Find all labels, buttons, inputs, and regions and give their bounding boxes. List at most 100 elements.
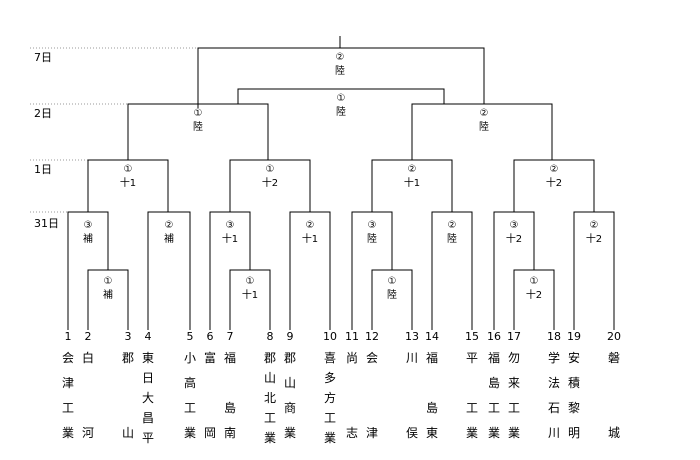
day-label-7: 7日 xyxy=(34,51,52,64)
svg-text:①: ① xyxy=(246,276,255,287)
svg-text:十2: 十2 xyxy=(262,176,278,189)
match-r32-8: ② 十2 xyxy=(586,220,602,245)
team-name: 福島東 xyxy=(425,351,438,440)
team-number: 5 xyxy=(186,330,194,343)
team-1: 1 会津工業 xyxy=(59,330,77,448)
svg-text:②: ② xyxy=(550,164,559,175)
svg-text:補: 補 xyxy=(83,232,93,245)
match-r32-4: ② 十1 xyxy=(302,220,318,245)
match-r32-7: ③ 十2 xyxy=(506,220,522,245)
team-name: 勿来工業 xyxy=(507,351,520,440)
svg-text:十1: 十1 xyxy=(404,176,420,189)
match-r16-4: ② 十2 xyxy=(546,164,562,189)
svg-text:陸: 陸 xyxy=(479,120,489,133)
team-name: 尚志 xyxy=(345,351,358,440)
team-name: 東日大昌平 xyxy=(141,351,154,445)
day-label-1: 1日 xyxy=(34,163,52,176)
svg-text:陸: 陸 xyxy=(447,232,457,245)
team-20: 20 磐城 xyxy=(605,330,623,448)
team-number: 2 xyxy=(84,330,92,343)
svg-text:陸: 陸 xyxy=(367,232,377,245)
team-number: 8 xyxy=(266,330,274,343)
team-16: 16 福島工業 xyxy=(485,330,503,448)
team-number: 20 xyxy=(607,330,621,343)
team-number: 10 xyxy=(323,330,337,343)
day-label-2: 2日 xyxy=(34,107,52,120)
team-11: 11 尚志 xyxy=(343,330,361,448)
match-qf2: ② 陸 xyxy=(479,108,489,133)
match-r32-1: ③ 補 xyxy=(83,220,93,245)
match-r32-3: ③ 十1 xyxy=(222,220,238,245)
team-name: 郡山商業 xyxy=(283,351,296,440)
team-number: 1 xyxy=(64,330,72,343)
team-name: 福島工業 xyxy=(487,351,500,440)
team-name: 小高工業 xyxy=(183,351,196,440)
svg-text:③: ③ xyxy=(510,220,519,231)
svg-text:①: ① xyxy=(530,276,539,287)
svg-text:十1: 十1 xyxy=(242,288,258,301)
team-name: 学法石川 xyxy=(547,351,560,440)
team-name: 喜多方工業 xyxy=(323,351,336,445)
svg-text:十1: 十1 xyxy=(302,232,318,245)
team-10: 10 喜多方工業 xyxy=(321,330,339,448)
svg-text:③: ③ xyxy=(226,220,235,231)
svg-text:補: 補 xyxy=(164,232,174,245)
svg-text:①: ① xyxy=(337,93,346,104)
svg-text:①: ① xyxy=(388,276,397,287)
match-pre-2: ① 十1 xyxy=(242,276,258,301)
svg-text:①: ① xyxy=(124,164,133,175)
match-r32-2: ② 補 xyxy=(164,220,174,245)
match-r32-5: ③ 陸 xyxy=(367,220,377,245)
svg-text:十2: 十2 xyxy=(506,232,522,245)
svg-text:十2: 十2 xyxy=(546,176,562,189)
svg-text:陸: 陸 xyxy=(336,105,346,118)
svg-text:②: ② xyxy=(165,220,174,231)
svg-text:①: ① xyxy=(194,108,203,119)
team-number: 16 xyxy=(487,330,501,343)
team-9: 9 郡山商業 xyxy=(281,330,299,448)
team-number: 18 xyxy=(547,330,561,343)
team-number: 12 xyxy=(365,330,379,343)
team-number: 6 xyxy=(206,330,214,343)
team-number: 19 xyxy=(567,330,581,343)
match-r16-3: ② 十1 xyxy=(404,164,420,189)
match-r16-1: ① 十1 xyxy=(120,164,136,189)
team-5: 5 小高工業 xyxy=(181,330,199,448)
svg-text:陸: 陸 xyxy=(193,120,203,133)
team-name: 郡山 xyxy=(121,351,134,440)
svg-text:②: ② xyxy=(448,220,457,231)
match-pre-3: ① 陸 xyxy=(387,276,397,301)
team-number: 3 xyxy=(124,330,132,343)
match-pre-1: ① 補 xyxy=(103,276,113,301)
team-number: 11 xyxy=(345,330,359,343)
svg-text:補: 補 xyxy=(103,288,113,301)
match-qf1: ① 陸 xyxy=(193,108,203,133)
team-number: 14 xyxy=(425,330,439,343)
team-name: 磐城 xyxy=(607,351,620,440)
match-pre-4: ① 十2 xyxy=(526,276,542,301)
svg-text:①: ① xyxy=(266,164,275,175)
team-name: 福島南 xyxy=(223,351,236,440)
svg-text:③: ③ xyxy=(84,220,93,231)
team-name: 富岡 xyxy=(203,351,216,440)
svg-text:十1: 十1 xyxy=(222,232,238,245)
match-final: ② 陸 xyxy=(335,52,345,77)
svg-text:①: ① xyxy=(104,276,113,287)
svg-text:十2: 十2 xyxy=(526,288,542,301)
team-name: 会津工業 xyxy=(61,351,74,440)
svg-text:②: ② xyxy=(480,108,489,119)
svg-text:陸: 陸 xyxy=(387,288,397,301)
team-14: 14 福島東 xyxy=(423,330,441,448)
team-number: 9 xyxy=(286,330,294,343)
svg-text:②: ② xyxy=(306,220,315,231)
svg-text:③: ③ xyxy=(368,220,377,231)
team-18: 18 学法石川 xyxy=(545,330,563,448)
